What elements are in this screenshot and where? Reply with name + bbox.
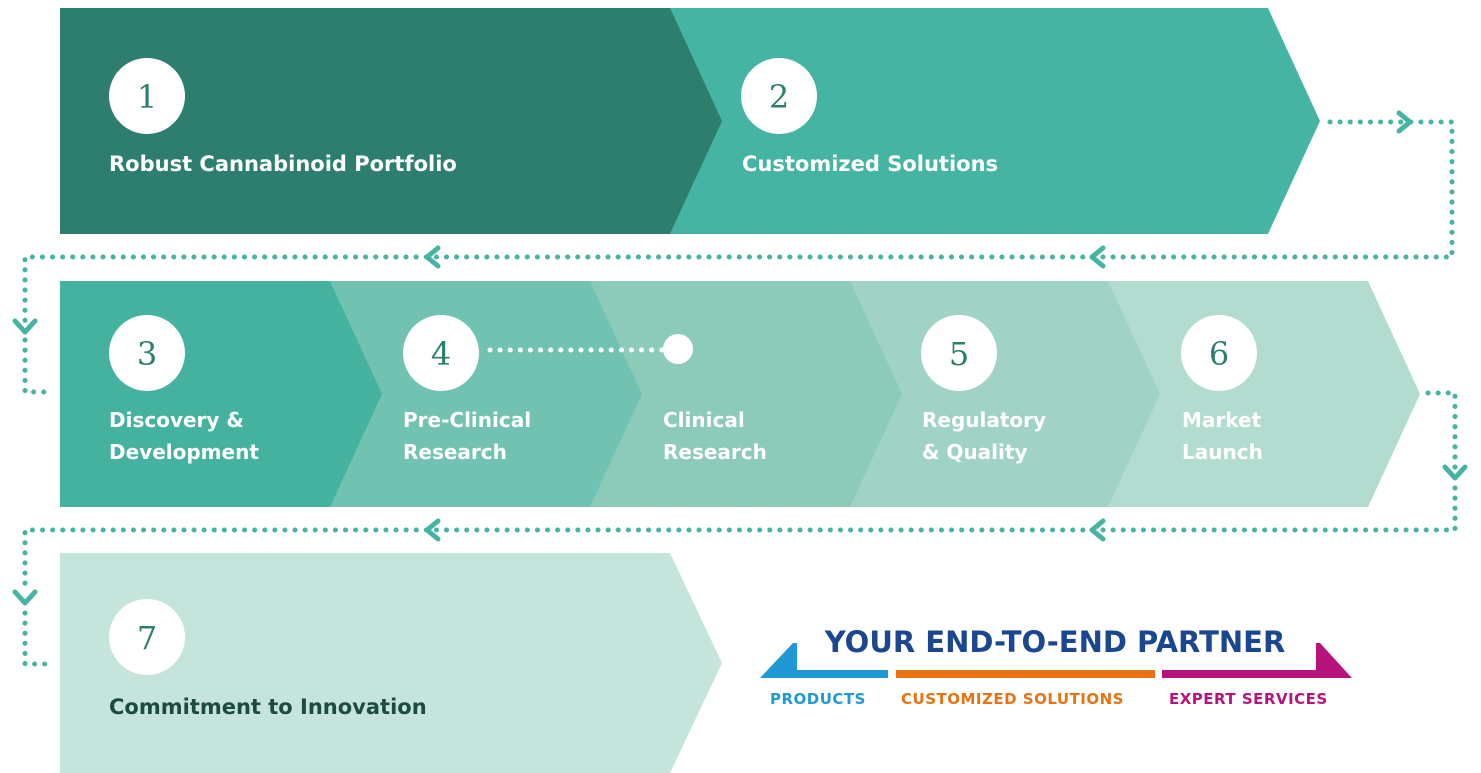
clinical-link [487, 334, 693, 364]
partner-title: YOUR END-TO-END PARTNER [824, 625, 1286, 659]
chevron-down-icon [12, 318, 38, 335]
step-7-badge [109, 599, 185, 675]
step-2-label: Customized Solutions [742, 152, 998, 176]
step-3-badge [109, 315, 185, 391]
chevron-down-icon [12, 589, 38, 606]
step-6-arrow [1080, 281, 1420, 507]
step-3-label-line1: Discovery & [109, 408, 244, 432]
step-5-label-line2: & Quality [922, 440, 1027, 464]
step-2-number: 2 [769, 78, 789, 116]
step-3-label-line2: Development [109, 440, 259, 464]
step-5-arrow [820, 281, 1160, 507]
step-2-badge [741, 58, 817, 134]
step-7-arrow [60, 553, 722, 773]
step-3-number: 3 [137, 335, 157, 373]
chevron-right-icon [1396, 110, 1413, 134]
connector-2 [12, 390, 1468, 667]
connector-1 [12, 110, 1455, 395]
step-1-label: Robust Cannabinoid Portfolio [109, 152, 457, 176]
customized-label: CUSTOMIZED SOLUTIONS [901, 690, 1124, 708]
step-4-label-line1: Pre-Clinical [403, 408, 531, 432]
chevron-left-icon [1089, 245, 1106, 269]
step-6-label-line2: Launch [1182, 440, 1263, 464]
step-1-arrow [60, 8, 722, 234]
customized-bar [896, 670, 1155, 678]
products-label: PRODUCTS [770, 690, 866, 708]
step-5-label-line1: Regulatory [922, 408, 1046, 432]
clinical-dot [663, 334, 693, 364]
expert-bar [1162, 643, 1352, 678]
chevron-down-icon [1442, 464, 1468, 481]
chevron-left-icon [424, 245, 441, 269]
step-6-label-line1: Market [1182, 408, 1262, 432]
step-4-badge [403, 315, 479, 391]
step-6-badge [1181, 315, 1257, 391]
step-1-number: 1 [137, 78, 157, 116]
step-7-number: 7 [137, 619, 157, 657]
clinical-label-line1: Clinical [663, 408, 745, 432]
products-bar [760, 643, 888, 678]
chevron-left-icon [1089, 518, 1106, 542]
step-clinical-arrow [560, 281, 902, 507]
step-6-number: 6 [1209, 335, 1229, 373]
step-7-label: Commitment to Innovation [109, 695, 427, 719]
chevron-left-icon [424, 518, 441, 542]
clinical-label-line2: Research [663, 440, 767, 464]
partner-logo: YOUR END-TO-END PARTNER PRODUCTS CUSTOMI… [760, 625, 1352, 708]
step-1-badge [109, 58, 185, 134]
expert-label: EXPERT SERVICES [1169, 690, 1328, 708]
step-4-label-line2: Research [403, 440, 507, 464]
step-5-number: 5 [949, 335, 969, 373]
step-4-arrow [300, 281, 642, 507]
step-2-arrow [620, 8, 1320, 234]
step-4-number: 4 [431, 335, 451, 373]
step-5-badge [921, 315, 997, 391]
step-3-arrow [60, 281, 382, 507]
